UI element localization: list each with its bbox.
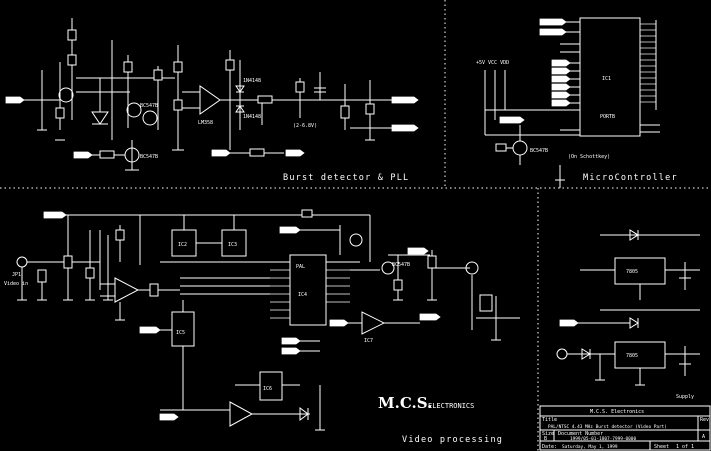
video-in-label: Video in [4,281,28,287]
u1-label: IC1 [602,76,611,82]
tb-size: B [544,436,547,442]
tb-company: M.C.S. Electronics [590,409,644,415]
t2-label: BC547B [140,154,158,160]
tb-docnum-label: Document Number [558,431,603,437]
tb-sheet-label: Sheet [654,444,669,450]
section-title-video: Video processing [402,435,503,445]
d1-label: 1N4148 [243,78,261,84]
section-title-supply: Supply [676,394,694,400]
jp1-label: JP1 [12,272,21,278]
burst-detector-circuit [5,18,419,171]
vcc-label: +5V VCC VDD [476,60,509,66]
tb-title: PAL/NTSC 4.43 MHz Burst detector (Video … [548,424,667,430]
supply-circuit [556,229,700,386]
logo-mark: M.C.S. [378,394,432,412]
u5-label: IC5 [176,330,185,336]
reg2-label: 7805 [626,353,638,359]
u3-label: IC3 [228,242,237,248]
tb-size-label: Size [542,431,554,437]
video-processing-circuit [16,209,520,431]
port-label: PORTB [600,114,615,120]
logo-text: ELECTRONICS [428,402,474,410]
t3-label: BC547B [530,148,548,154]
mcs-logo: M.C.S. ELECTRONICS [378,394,474,412]
crystal-note-label: (On Schottkey) [568,154,610,160]
microcontroller-circuit [484,17,660,188]
tb-rev-label: Rev [700,417,709,423]
section-title-burst: Burst detector & PLL [283,173,409,183]
tb-date: Saturday, May 1, 1999 [562,444,618,450]
u2-label: IC2 [178,242,187,248]
t1-label: BC547B [140,103,158,109]
u4-label: IC4 [298,292,307,298]
u7-label: IC7 [364,338,373,344]
tb-title-label: Title [542,417,557,423]
tb-docnum: 1999/05-01-1807-7999-0000 [570,436,636,442]
opamp-label: LM358 [198,120,213,126]
pal-label: PAL [296,264,305,270]
d2-label: 1N4148 [243,114,261,120]
title-block [539,405,711,451]
tb-rev: A [702,434,705,440]
section-title-micro: MicroController [583,173,678,183]
u6-label: IC6 [263,386,272,392]
range-label: (2-6.8V) [293,123,317,129]
t4-label: BC547B [392,262,410,268]
reg1-label: 7805 [626,269,638,275]
tb-sheet: 1 of 1 [676,444,694,450]
tb-date-label: Date: [542,444,557,450]
